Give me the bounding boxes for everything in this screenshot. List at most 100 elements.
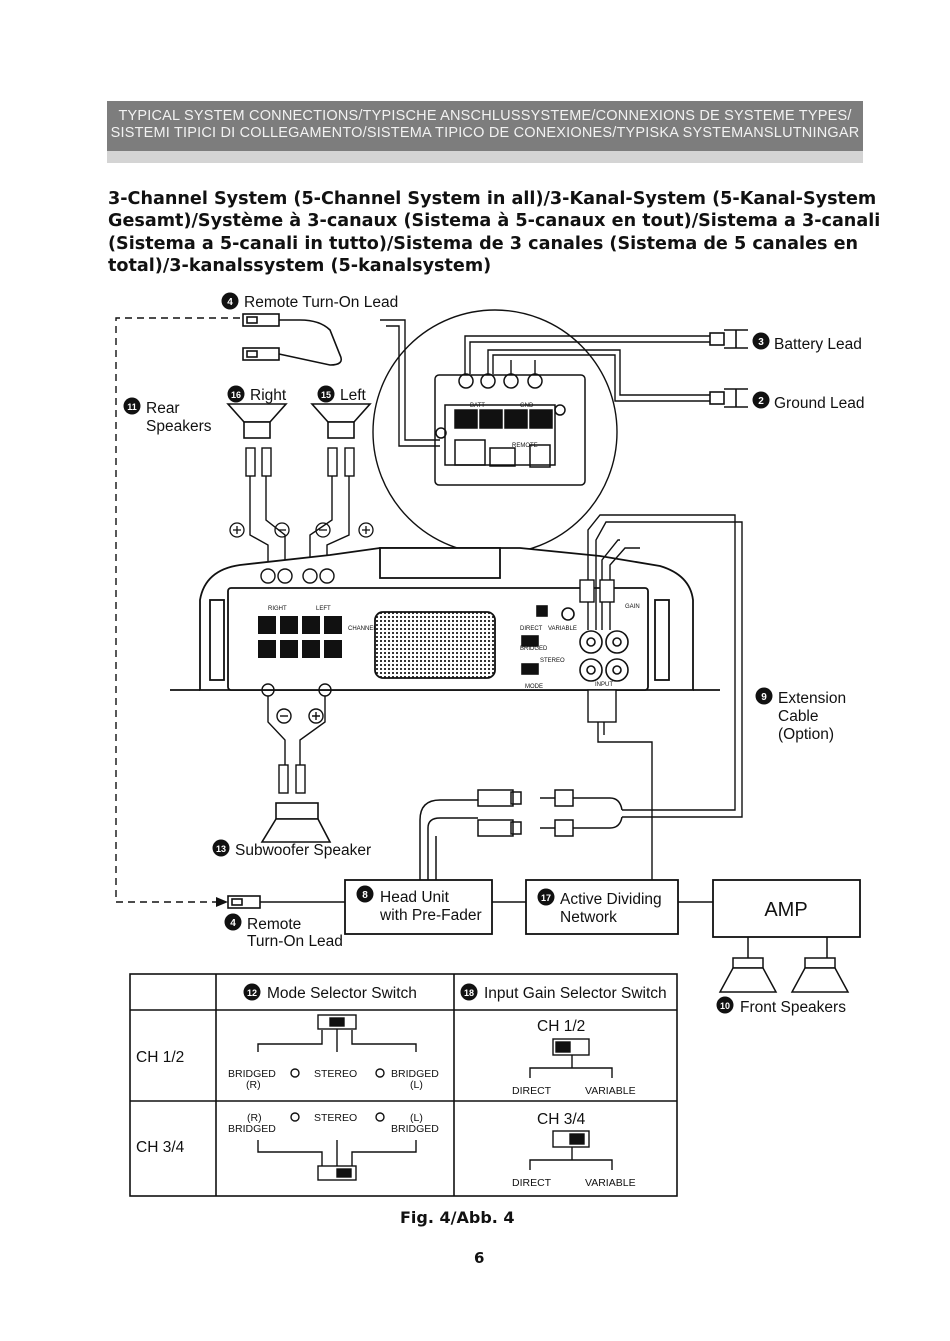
power-terminal-panel: [434, 373, 586, 486]
row-label-ch12: CH 1/2: [136, 1049, 184, 1066]
svg-text:Battery Lead: Battery Lead: [774, 336, 862, 353]
heading-line-3: (Sistema a 5-canali in tutto)/Sistema de…: [108, 233, 859, 254]
section-banner: TYPICAL SYSTEM CONNECTIONS/TYPISCHE ANSC…: [107, 101, 863, 151]
banner-line-1: TYPICAL SYSTEM CONNECTIONS/TYPISCHE ANSC…: [118, 108, 852, 124]
svg-text:(L): (L): [410, 1112, 423, 1124]
mode-switch-ch12: [257, 1014, 417, 1078]
svg-text:Speakers: Speakers: [146, 418, 212, 435]
svg-text:REMOTE: REMOTE: [512, 443, 538, 449]
gain-switch-ch12: [529, 1038, 613, 1078]
rca-connectors-head-unit: [419, 789, 623, 880]
polarity-symbols-rear: [229, 522, 374, 538]
head-unit-box: 8 Head Unit with Pre-Fader: [344, 879, 493, 935]
svg-text:DIRECT: DIRECT: [512, 1177, 552, 1189]
callout-rear-speakers: 11 Rear Speakers: [123, 397, 212, 435]
section-heading: 3-Channel System (5-Channel System in al…: [108, 188, 881, 277]
table-header-mode: 12 Mode Selector Switch: [243, 983, 417, 1002]
svg-text:LEFT: LEFT: [316, 606, 331, 612]
svg-text:Subwoofer Speaker: Subwoofer Speaker: [235, 842, 371, 859]
rear-speaker-wires: [245, 447, 355, 570]
callout-ground: 2 Ground Lead: [752, 391, 865, 412]
svg-text:17: 17: [541, 893, 551, 903]
svg-text:STEREO: STEREO: [314, 1112, 357, 1124]
svg-text:Front Speakers: Front Speakers: [740, 999, 846, 1016]
remote-connector-bottom: [227, 895, 345, 909]
gain-switch-ch34: [529, 1130, 613, 1170]
svg-text:11: 11: [127, 402, 137, 412]
heading-line-2: Gesamt)/Système à 3-canaux (Sistema à 5-…: [108, 211, 881, 232]
svg-text:MODE: MODE: [525, 684, 543, 690]
svg-text:Mode Selector Switch: Mode Selector Switch: [267, 985, 417, 1002]
switch-settings-table: [129, 973, 678, 1197]
svg-text:GND: GND: [520, 403, 534, 409]
svg-text:Network: Network: [560, 909, 617, 926]
page-number: 6: [474, 1249, 485, 1267]
callout-front-speakers: 10 Front Speakers: [716, 996, 846, 1016]
subwoofer-wires: [267, 696, 326, 794]
callout-extension-cable: 9 Extension Cable (Option): [755, 687, 846, 743]
svg-text:Active Dividing: Active Dividing: [560, 891, 662, 908]
svg-text:Right: Right: [250, 387, 287, 404]
rear-speaker-left: [310, 403, 372, 439]
svg-text:10: 10: [720, 1001, 730, 1011]
amplifier: [170, 547, 720, 691]
svg-text:Turn-On Lead: Turn-On Lead: [247, 933, 343, 950]
active-dividing-network-box: 17 Active Dividing Network: [525, 879, 679, 935]
svg-text:(L): (L): [410, 1079, 423, 1091]
mode-switch-ch34: [257, 1112, 417, 1181]
rear-speaker-right: [226, 403, 288, 439]
svg-text:BRIDGED: BRIDGED: [391, 1123, 439, 1135]
callout-left: 15 Left: [317, 385, 367, 404]
svg-text:BATT: BATT: [470, 403, 485, 409]
amp-speaker-terminals: [258, 616, 342, 658]
battery-ground-wires: [380, 319, 710, 447]
svg-text:Remote Turn-On Lead: Remote Turn-On Lead: [244, 294, 398, 311]
remote-connector-top: [242, 313, 343, 366]
svg-text:INPUT: INPUT: [595, 682, 613, 688]
svg-text:8: 8: [362, 890, 368, 901]
figure-caption: Fig. 4/Abb. 4: [400, 1208, 515, 1227]
svg-text:VARIABLE: VARIABLE: [548, 626, 577, 632]
svg-text:CH 1/2: CH 1/2: [537, 1018, 585, 1035]
banner-shadow: [107, 151, 863, 163]
svg-text:CHANNEL: CHANNEL: [348, 626, 377, 632]
svg-text:Input Gain Selector Switch: Input Gain Selector Switch: [484, 985, 667, 1002]
callout-subwoofer: 13 Subwoofer Speaker: [212, 839, 371, 859]
svg-text:GAIN: GAIN: [625, 604, 640, 610]
svg-text:16: 16: [231, 390, 241, 400]
svg-text:12: 12: [247, 988, 257, 998]
callout-remote-bottom: 4 Remote Turn-On Lead: [224, 913, 343, 950]
front-speakers: [718, 937, 850, 993]
svg-text:BRIDGED: BRIDGED: [228, 1068, 276, 1080]
svg-text:(R): (R): [247, 1112, 262, 1124]
callout-battery: 3 Battery Lead: [752, 332, 862, 353]
svg-text:BRIDGED: BRIDGED: [228, 1123, 276, 1135]
svg-text:Remote: Remote: [247, 916, 301, 933]
svg-text:2: 2: [758, 396, 764, 407]
callout-remote-top: 4 Remote Turn-On Lead: [221, 292, 398, 311]
amp-input-jacks: [521, 605, 629, 682]
external-amp-box: AMP: [712, 879, 861, 938]
rca-cables: [579, 514, 743, 880]
svg-text:VARIABLE: VARIABLE: [585, 1085, 636, 1097]
svg-text:15: 15: [321, 390, 331, 400]
svg-text:Left: Left: [340, 387, 367, 404]
svg-text:9: 9: [761, 692, 767, 703]
svg-text:RIGHT: RIGHT: [268, 606, 287, 612]
svg-text:Rear: Rear: [146, 400, 180, 417]
svg-text:CH 3/4: CH 3/4: [537, 1111, 586, 1128]
svg-text:Cable: Cable: [778, 708, 819, 725]
svg-text:Ground Lead: Ground Lead: [774, 395, 865, 412]
svg-text:(R): (R): [246, 1079, 261, 1091]
heading-line-1: 3-Channel System (5-Channel System in al…: [108, 189, 877, 209]
svg-text:with Pre-Fader: with Pre-Fader: [379, 907, 482, 924]
ground-lead-connector: [709, 388, 748, 408]
svg-text:DIRECT: DIRECT: [512, 1085, 552, 1097]
svg-text:18: 18: [464, 988, 474, 998]
svg-text:4: 4: [227, 297, 233, 308]
svg-text:BRIDGED: BRIDGED: [391, 1068, 439, 1080]
subwoofer-speaker: [260, 802, 332, 843]
remote-lead-dashed-line: [115, 317, 240, 903]
arrow-icon: [216, 897, 228, 907]
